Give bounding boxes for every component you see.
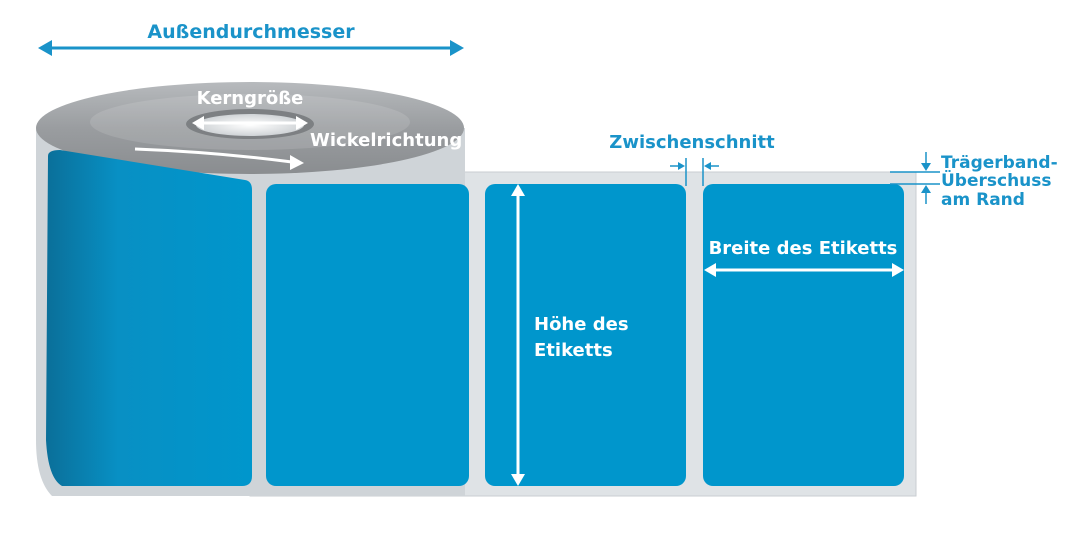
label-width-arrow bbox=[704, 263, 904, 277]
liner-margin-label-3: am Rand bbox=[941, 190, 1025, 210]
core-size-label: Kerngröße bbox=[197, 88, 304, 109]
label-height-label-1: Höhe des bbox=[534, 314, 629, 335]
core-size-arrow bbox=[192, 116, 308, 130]
label-height-label-2: Etiketts bbox=[534, 340, 613, 361]
liner-margin-label-2: Überschuss bbox=[941, 169, 1052, 191]
outer-diameter-label: Außendurchmesser bbox=[147, 21, 355, 43]
core-bore bbox=[196, 114, 304, 136]
label-2 bbox=[485, 184, 686, 486]
label-height-arrow bbox=[511, 184, 525, 486]
winding-direction-label: Wickelrichtung bbox=[310, 130, 462, 151]
outer-diameter-arrow bbox=[38, 40, 464, 56]
label-width-label: Breite des Etiketts bbox=[709, 238, 898, 259]
gap-marker bbox=[670, 158, 719, 186]
liner-margin-marker bbox=[890, 152, 940, 204]
winding-direction-arrow bbox=[134, 147, 304, 170]
label-3 bbox=[703, 184, 904, 486]
label-1 bbox=[266, 184, 469, 486]
label-on-roll bbox=[46, 150, 252, 486]
gap-label: Zwischenschnitt bbox=[609, 132, 775, 153]
liner-margin-label-1: Trägerband- bbox=[941, 153, 1058, 173]
